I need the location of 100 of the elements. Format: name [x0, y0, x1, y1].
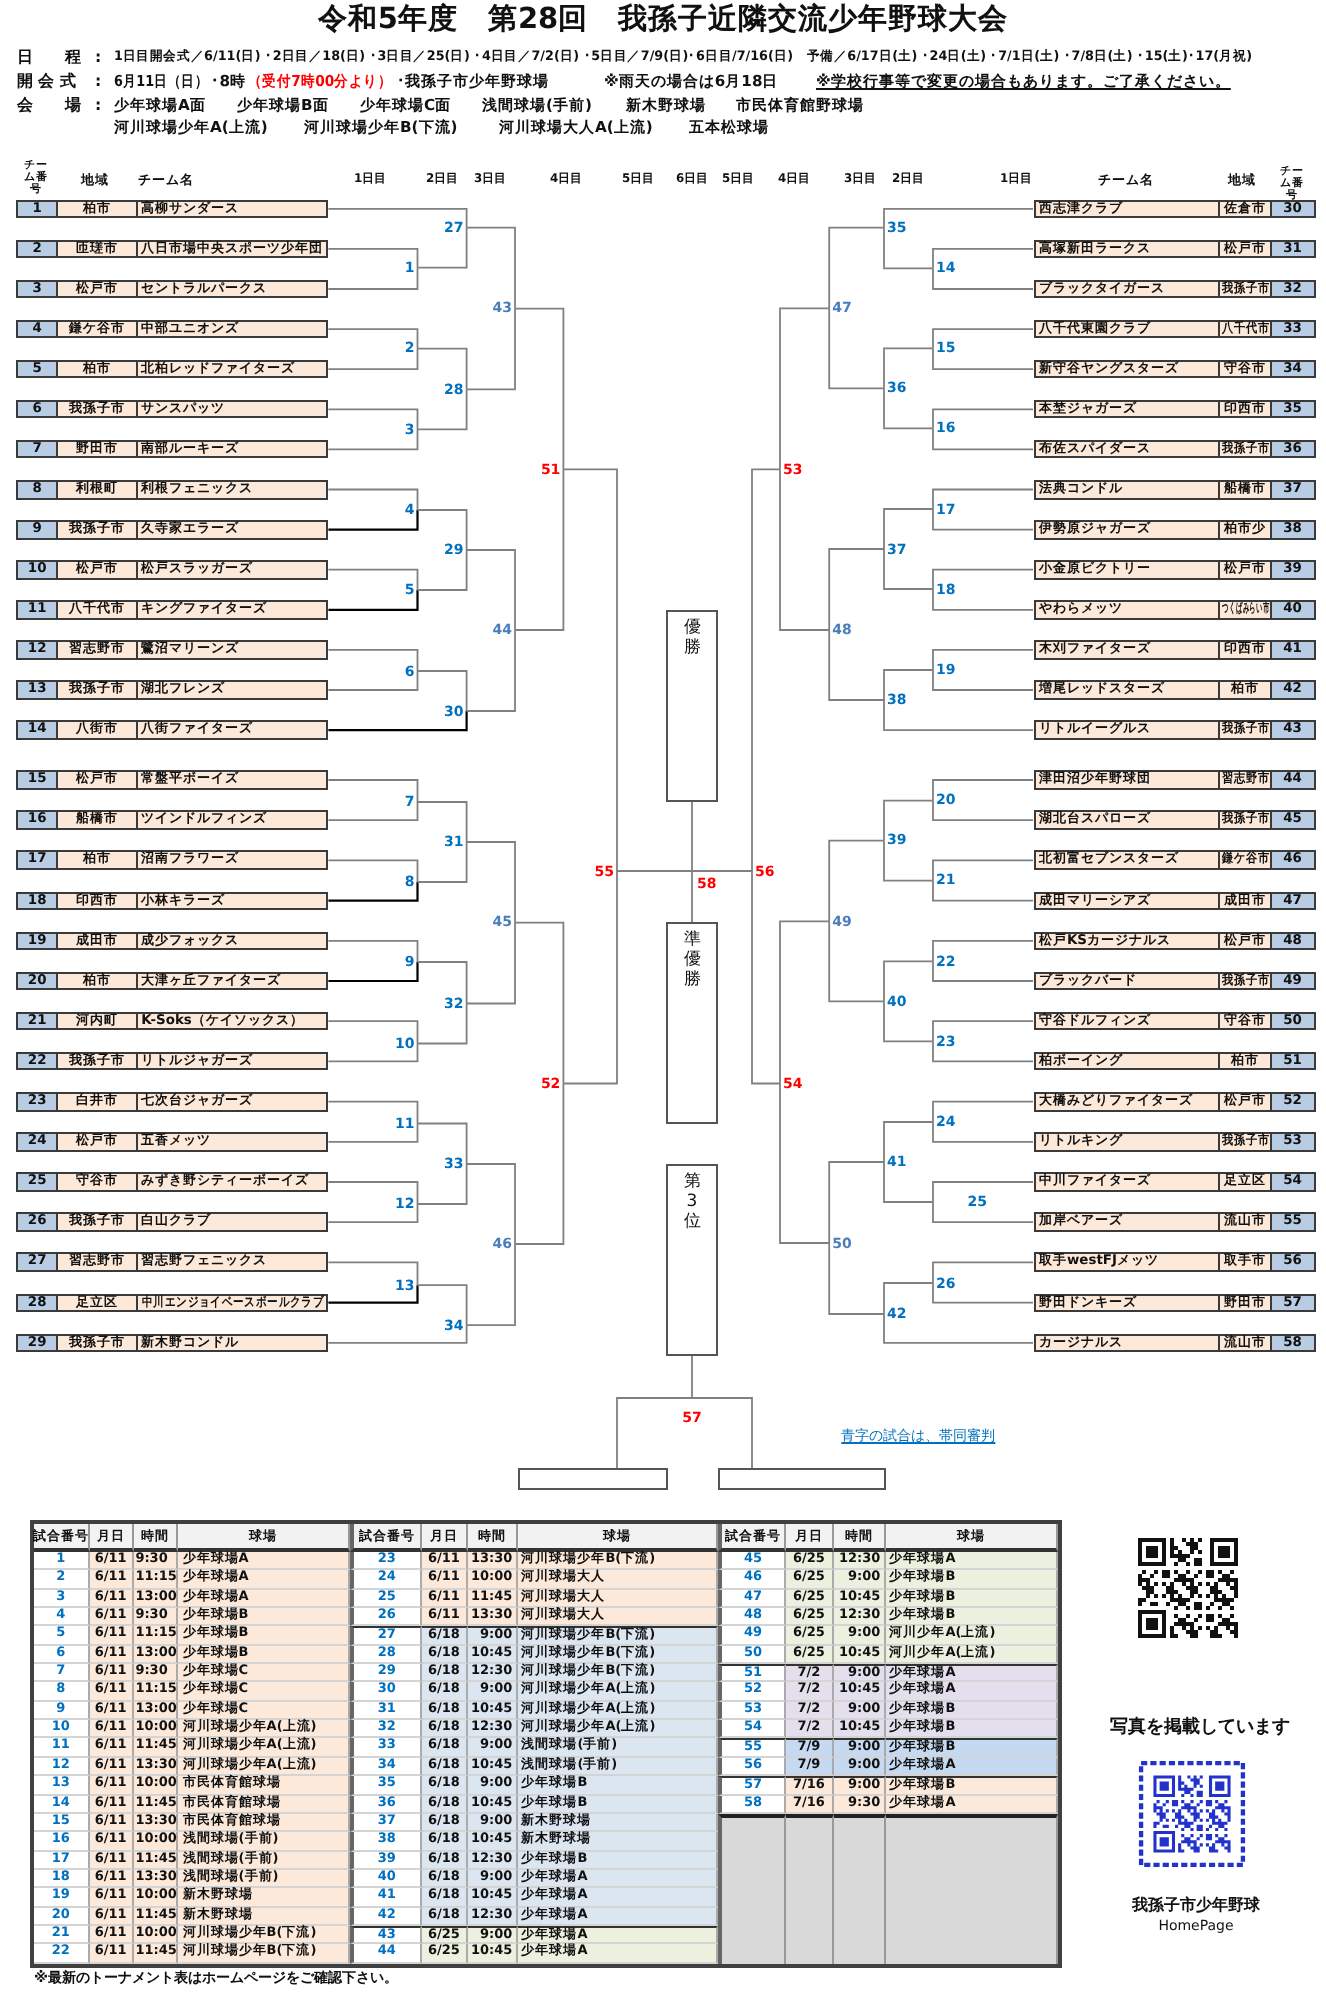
bracket-line — [416, 1163, 468, 1205]
team-row — [1033, 891, 1315, 911]
bracket-line — [416, 509, 468, 551]
team-row — [1033, 1212, 1315, 1232]
result-box: 優勝 — [666, 610, 718, 802]
team-row — [15, 199, 329, 219]
bracket-line — [932, 1100, 1034, 1123]
bracket-line — [883, 699, 1034, 731]
bracket-line — [932, 568, 1034, 590]
bracket-line — [828, 226, 885, 310]
bracket-line — [932, 1040, 1034, 1063]
bracket-line — [883, 1282, 934, 1315]
team-row — [15, 359, 329, 379]
team-row — [1033, 1092, 1315, 1112]
bracket-line — [616, 1397, 693, 1470]
bracket-line — [932, 669, 1034, 691]
bracket-line — [514, 307, 565, 471]
bracket-line — [883, 669, 934, 701]
bracket-line — [932, 649, 1034, 671]
bracket-line — [327, 408, 419, 431]
bracket-line — [883, 839, 934, 882]
bracket-line — [932, 488, 1034, 510]
bracket-line — [932, 248, 1034, 270]
bracket-line — [416, 549, 468, 591]
team-row — [15, 399, 329, 419]
bracket-line — [465, 629, 516, 712]
bracket-line — [883, 226, 934, 270]
team-row — [15, 560, 329, 580]
team-row — [1033, 810, 1315, 830]
bracket-line — [751, 468, 781, 872]
bracket-line — [327, 670, 419, 691]
bracket-line — [327, 859, 419, 883]
bracket-line — [828, 548, 885, 631]
team-row — [15, 1252, 329, 1272]
bracket-line — [416, 1002, 468, 1045]
bracket-line — [327, 1261, 419, 1287]
team-row — [15, 1293, 329, 1313]
bracket-line — [327, 1122, 419, 1143]
bracket-line — [828, 1161, 885, 1244]
bracket-line — [327, 488, 419, 511]
team-row — [15, 319, 329, 339]
bracket-line — [691, 1397, 753, 1470]
bracket-line — [327, 1203, 419, 1224]
bracket-line — [465, 307, 516, 391]
team-row — [1033, 199, 1315, 219]
bracket-line — [328, 1285, 419, 1304]
team-row — [1033, 600, 1315, 620]
team-row — [15, 720, 329, 740]
team-row — [1033, 850, 1315, 870]
bracket-line — [932, 347, 1034, 371]
bracket-line — [514, 468, 565, 631]
bracket-line — [327, 428, 419, 451]
bracket-line — [828, 307, 885, 390]
bracket-line — [932, 1261, 1034, 1284]
team-row — [1033, 319, 1315, 339]
team-row — [1033, 770, 1315, 790]
team-row — [1033, 439, 1315, 459]
slot-box — [718, 1468, 885, 1490]
bracket-line — [416, 226, 468, 269]
team-row — [1033, 359, 1315, 379]
bracket-line — [883, 207, 1034, 229]
bracket-line — [883, 347, 934, 390]
bracket-line — [327, 248, 419, 269]
bracket-line — [691, 801, 693, 872]
bracket-line — [883, 960, 934, 1003]
bracket-line — [465, 549, 516, 631]
team-row — [1033, 680, 1315, 700]
bracket-line — [779, 468, 831, 631]
team-row — [15, 770, 329, 790]
team-row — [15, 1333, 329, 1353]
bracket-line — [691, 1355, 693, 1399]
bracket-line — [883, 387, 934, 430]
bracket-line — [514, 921, 565, 1085]
bracket-line — [932, 1282, 1034, 1304]
bracket-line — [779, 1082, 831, 1244]
team-row — [15, 439, 329, 459]
team-row — [1033, 1333, 1315, 1353]
bracket-line — [465, 841, 516, 924]
bracket-line — [932, 779, 1034, 802]
bracket-line — [932, 1121, 1034, 1143]
team-row — [15, 279, 329, 299]
bracket-line — [932, 328, 1034, 350]
team-row — [1033, 520, 1315, 540]
team-row — [15, 1051, 329, 1071]
bracket-line — [328, 882, 419, 902]
bracket-line — [932, 267, 1034, 290]
team-row — [1033, 1252, 1315, 1272]
team-row — [15, 480, 329, 499]
bracket-line — [932, 588, 1034, 611]
bracket-line — [932, 1020, 1034, 1043]
team-row — [15, 891, 329, 911]
bracket-line — [327, 328, 419, 350]
bracket-line — [327, 1020, 419, 1045]
bracket-line — [883, 548, 934, 590]
bracket-line — [327, 207, 468, 229]
bracket-line — [828, 629, 885, 701]
team-row — [1033, 1172, 1315, 1192]
team-row — [15, 1212, 329, 1232]
bracket-line — [883, 508, 934, 550]
team-row — [15, 810, 329, 830]
